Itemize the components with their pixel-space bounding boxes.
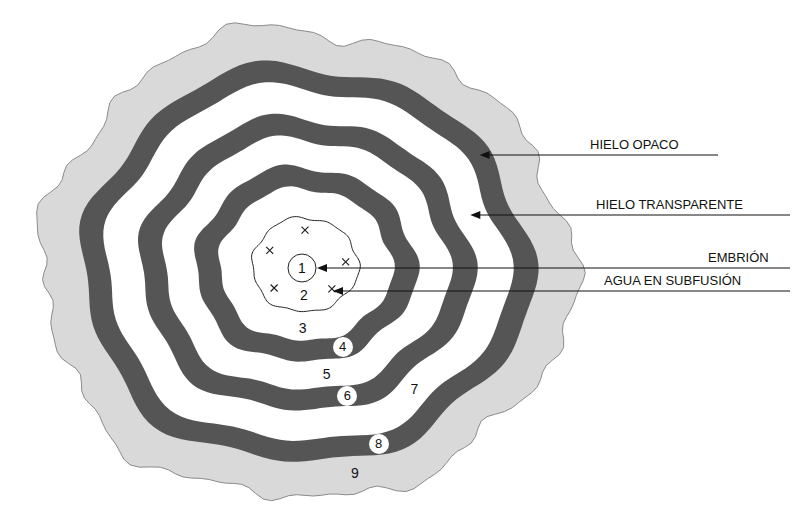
numbered-circle: 8 (369, 434, 389, 454)
layer-number: 2 (300, 287, 308, 303)
opaque-band (138, 114, 478, 411)
transparent-band (218, 186, 395, 340)
layer-number: 6 (344, 389, 351, 403)
layer-number: 4 (339, 340, 346, 354)
arrow-head (470, 211, 480, 219)
callout-label: AGUA EN SUBFUSIÓN (604, 274, 741, 288)
layer-number: 3 (299, 320, 307, 336)
opaque-band (79, 61, 538, 462)
outer-layer (37, 23, 586, 501)
leader-arrow (470, 211, 790, 219)
layer-number: 8 (375, 437, 382, 451)
leader-arrow (333, 287, 790, 295)
numbered-circle: 4 (333, 337, 353, 357)
numbered-circle: 6 (337, 386, 357, 406)
layer-number: 9 (351, 465, 359, 481)
callout-label: HIELO TRANSPARENTE (596, 198, 743, 212)
layer-number: 1 (298, 260, 306, 276)
layer-number: 5 (323, 366, 331, 382)
transparent-band (103, 82, 513, 441)
leader-lines (317, 151, 790, 295)
opaque-band (194, 165, 420, 362)
leader-line (478, 214, 790, 215)
leader-line (325, 267, 790, 268)
leader-arrow (317, 264, 790, 272)
bubble-mark (266, 247, 273, 254)
bubble-marks (266, 227, 349, 293)
leader-arrow (480, 151, 718, 159)
leader-line (341, 290, 790, 291)
bubble-mark (271, 284, 278, 291)
arrow-head (333, 287, 343, 295)
bubble-mark (342, 258, 349, 265)
leader-line (488, 154, 718, 155)
embryo (288, 254, 316, 282)
bubble-mark (302, 227, 309, 234)
arrow-head (317, 264, 327, 272)
supercooled-zone (252, 217, 361, 312)
callout-label: EMBRIÓN (708, 251, 769, 265)
callout-label: HIELO OPACO (590, 138, 679, 152)
transparent-band (162, 136, 453, 390)
layer-number: 7 (411, 381, 419, 397)
arrow-head (480, 151, 490, 159)
